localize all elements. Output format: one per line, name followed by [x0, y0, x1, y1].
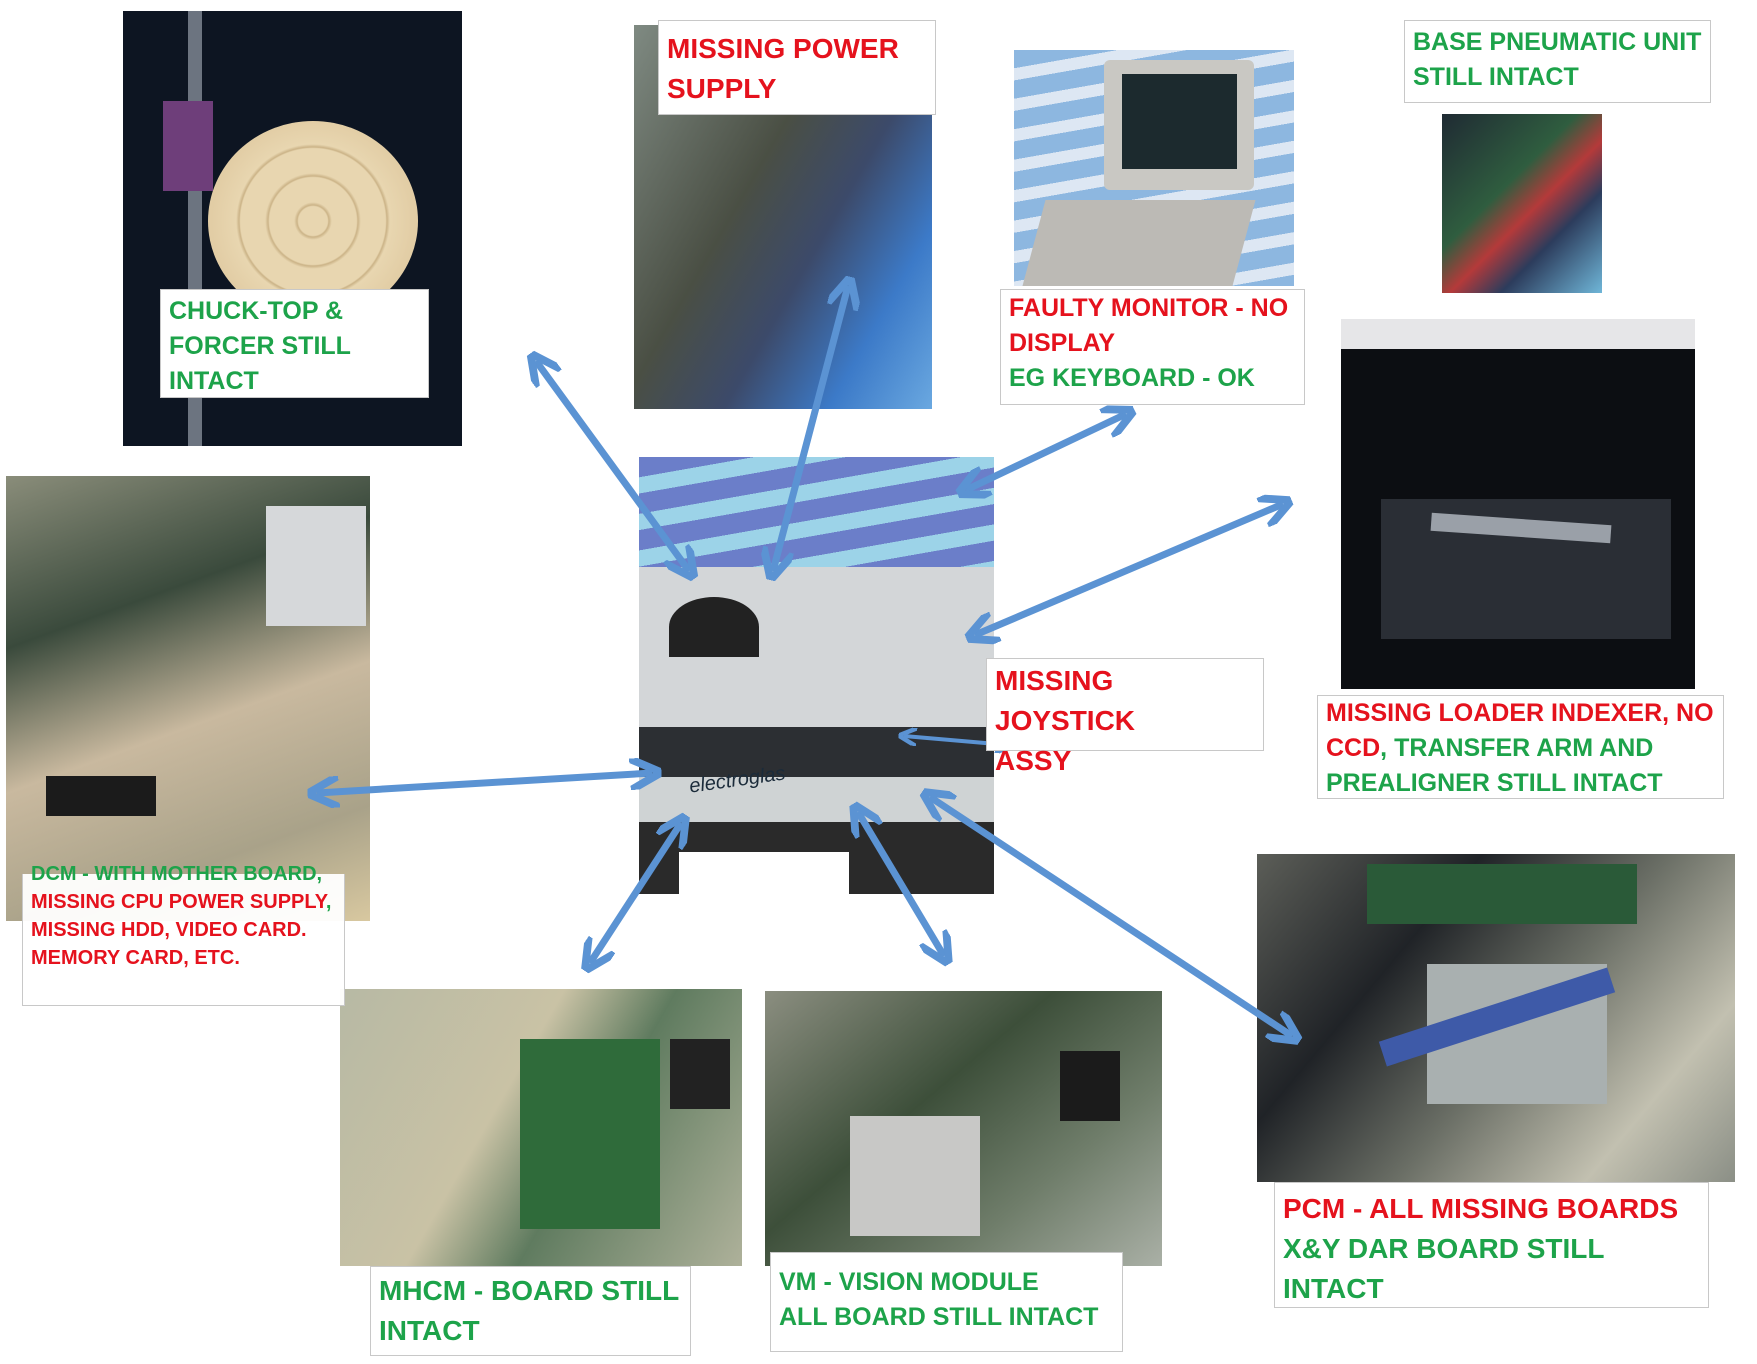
pneumatic-unit-photo [1442, 114, 1602, 293]
pneumatic-label: BASE PNEUMATIC UNIT STILL INTACT [1404, 20, 1711, 103]
joystick-label: MISSING JOYSTICK ASSY [986, 658, 1264, 776]
loader-label: MISSING LOADER INDEXER, NO CCD, TRANSFER… [1317, 695, 1724, 799]
mhcm-photo [340, 989, 742, 1266]
power-label: MISSING POWER SUPPLY [658, 20, 936, 115]
dcm-label: DCM - WITH MOTHER BOARD, MISSING CPU POW… [22, 863, 345, 1006]
pcm-photo [1257, 854, 1735, 1182]
monitor-label: FAULTY MONITOR - NO DISPLAY EG KEYBOARD … [1000, 289, 1305, 405]
arrow-dcm [317, 773, 652, 793]
monitor-screen [1104, 60, 1254, 190]
arrow-mhcm [590, 823, 681, 963]
arrow-loader [975, 504, 1283, 635]
dcm-photo [6, 476, 370, 921]
chuck-disc [208, 121, 418, 321]
monitor-photo [1014, 50, 1294, 286]
arrow-pcm [930, 797, 1292, 1036]
arrow-vm [858, 812, 944, 956]
arrow-monitor [966, 414, 1126, 490]
arrow-power [773, 286, 848, 571]
loader-photo [1341, 319, 1695, 689]
arrow-chuck [536, 361, 689, 571]
chuck-label: CHUCK-TOP & FORCER STILL INTACT [160, 289, 429, 398]
vm-label: VM - VISION MODULE ALL BOARD STILL INTAC… [770, 1252, 1123, 1352]
pcm-label: PCM - ALL MISSING BOARDS X&Y DAR BOARD S… [1274, 1182, 1709, 1308]
mhcm-label: MHCM - BOARD STILL INTACT [370, 1266, 691, 1356]
